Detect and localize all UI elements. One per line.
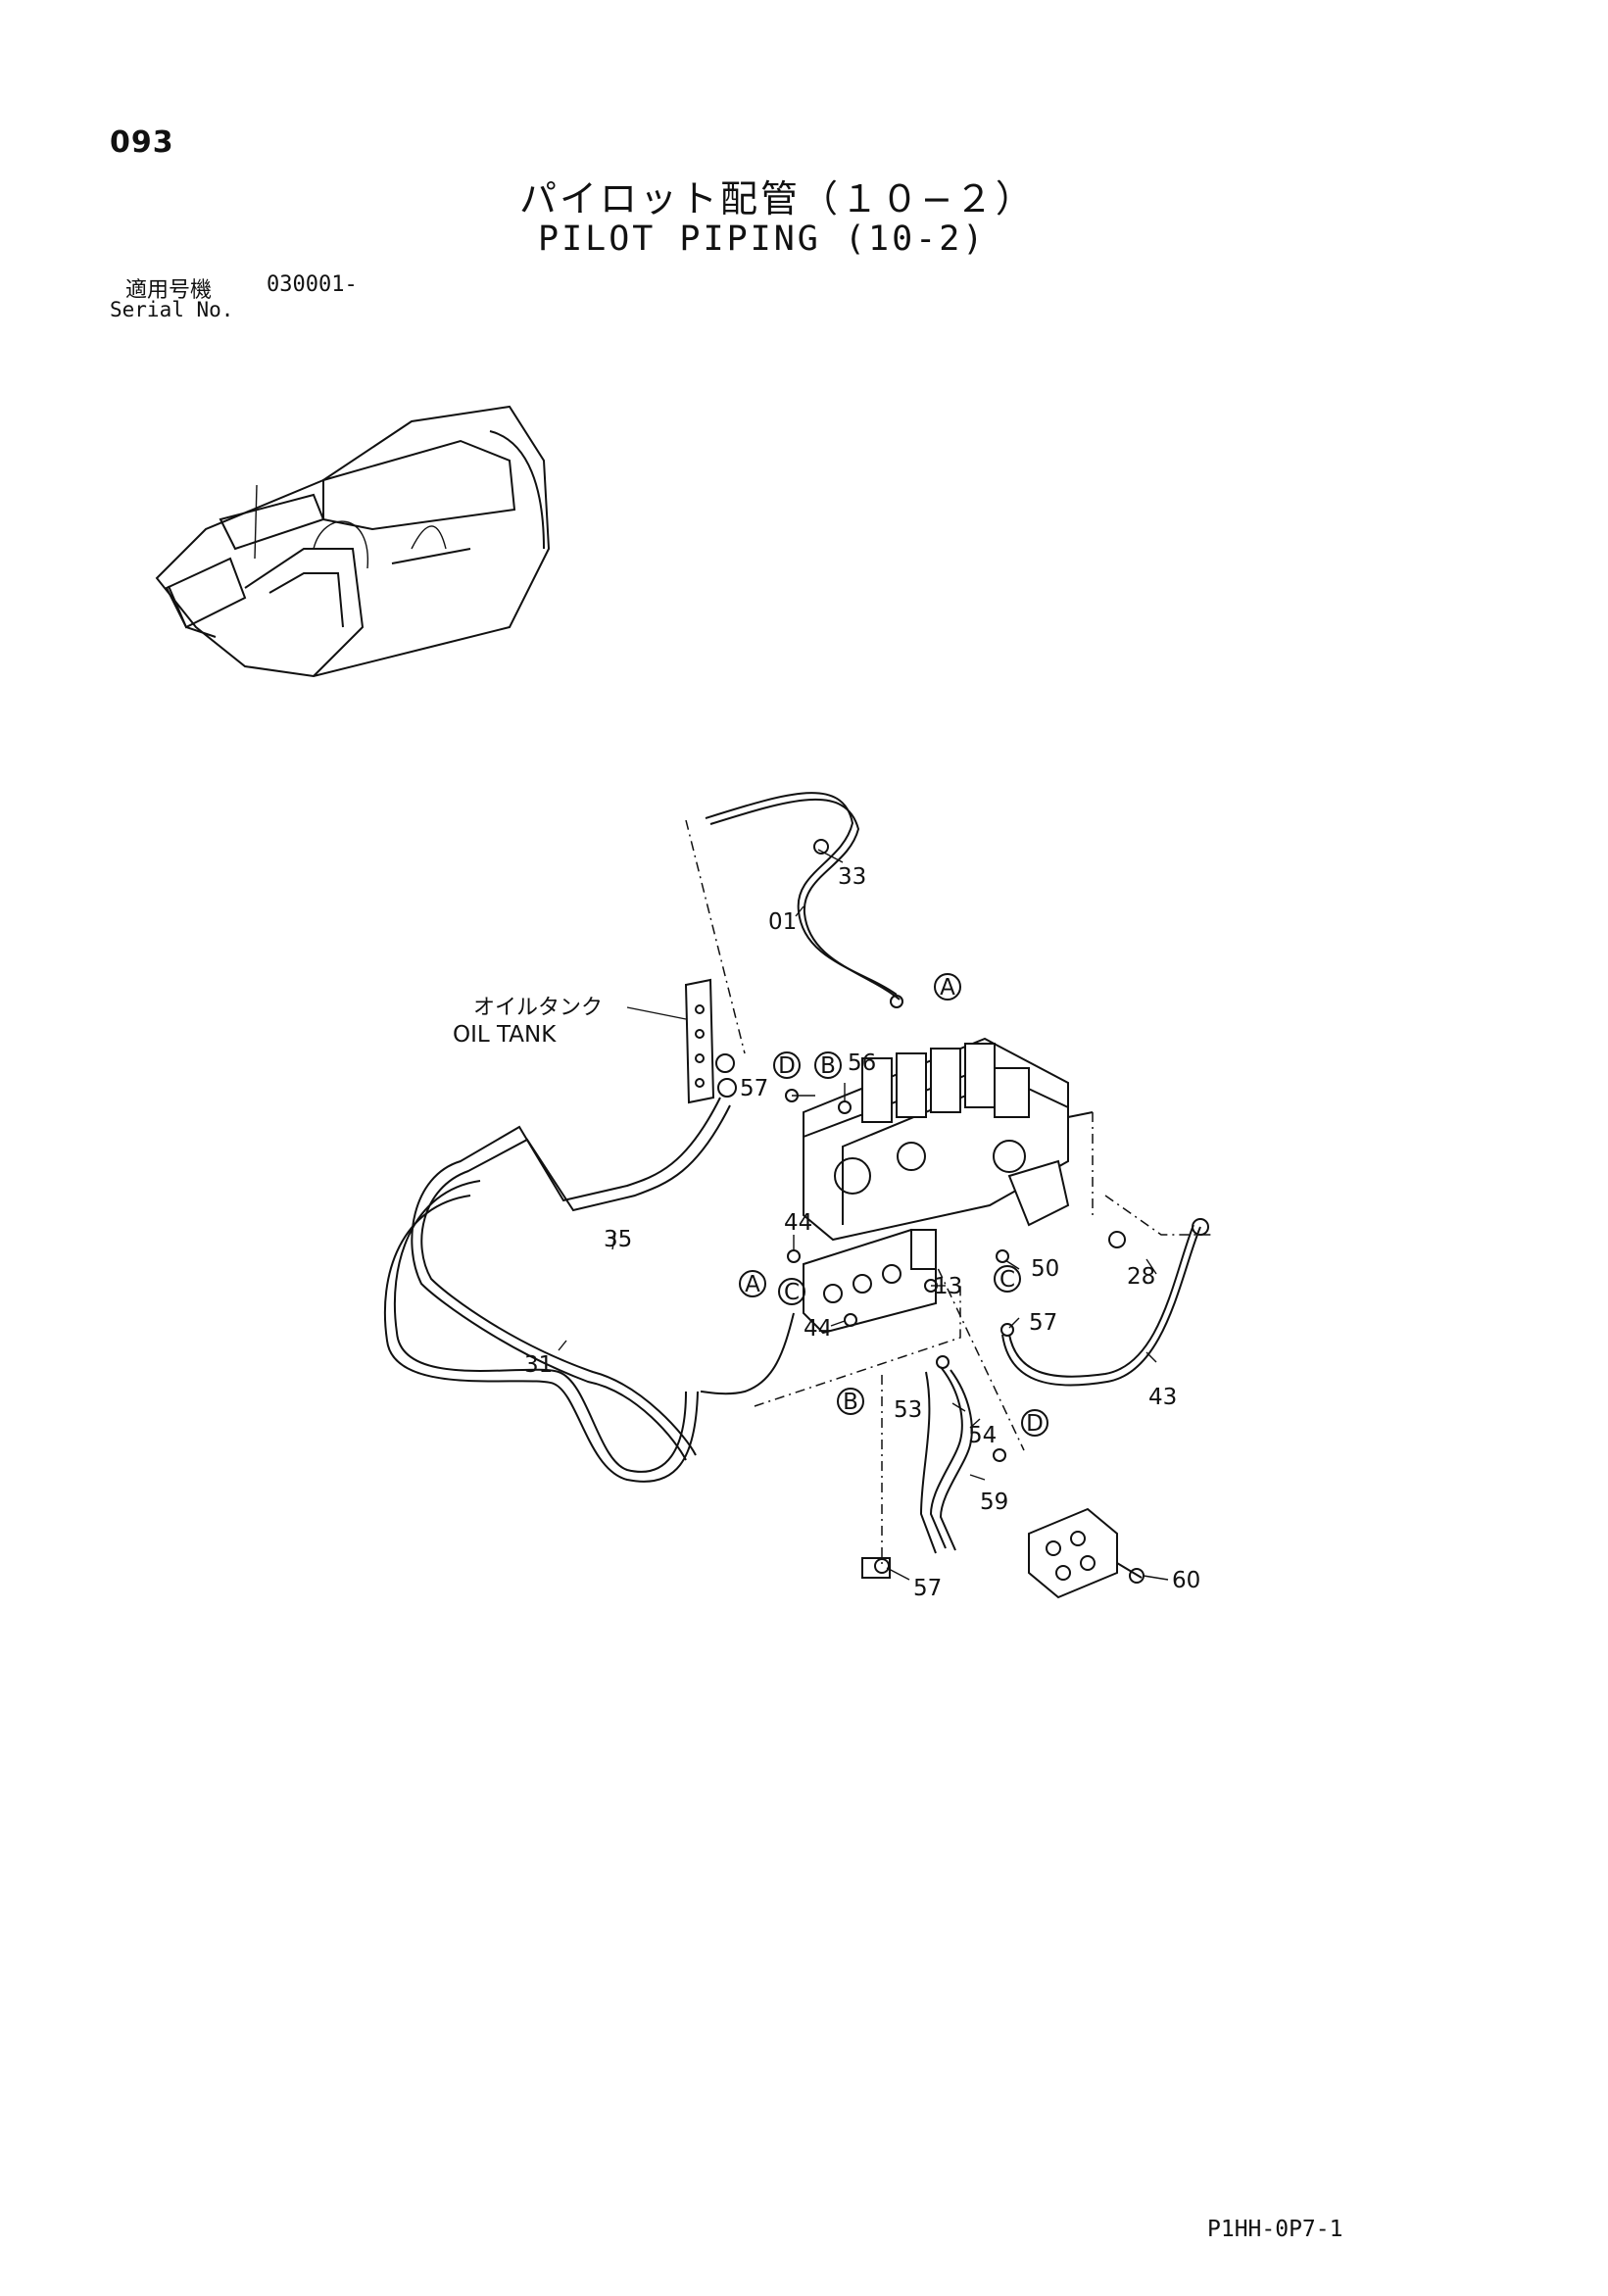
- part-label-44-upper: 44: [784, 1210, 812, 1236]
- hose-31: [393, 1180, 687, 1473]
- part-label-31: 31: [524, 1352, 553, 1378]
- hose-35-end: [700, 1312, 795, 1395]
- leader-lines: [558, 849, 1169, 1581]
- part-label-43: 43: [1148, 1385, 1177, 1410]
- hose-35: [411, 1097, 721, 1461]
- connector-c-right: C: [999, 1267, 1015, 1293]
- pilot-valve-block: [803, 1037, 1094, 1242]
- part-label-60: 60: [1172, 1568, 1200, 1593]
- part-label-57-right: 57: [1029, 1310, 1057, 1336]
- connector-markers: [739, 973, 1048, 1437]
- document-code: P1HH-0P7-1: [1207, 2217, 1343, 2242]
- oil-tank-bracket: [684, 978, 737, 1104]
- part-label-50: 50: [1031, 1256, 1059, 1282]
- part-label-33: 33: [838, 864, 866, 890]
- part-label-53: 53: [894, 1397, 922, 1423]
- hose-59: [929, 1366, 963, 1549]
- page-number: 093: [110, 125, 174, 160]
- fittings: [785, 839, 1209, 1584]
- lower-manifold: [803, 1228, 937, 1335]
- page-title-english: PILOT PIPING (10-2): [538, 220, 987, 259]
- port-block-part-60: [1028, 1507, 1143, 1599]
- part-label-57-lower: 57: [913, 1576, 942, 1601]
- guide-lines: [685, 819, 1215, 1568]
- serial-label-english: Serial No.: [110, 298, 234, 321]
- part-label-59: 59: [980, 1490, 1008, 1515]
- connector-a-lower: A: [745, 1272, 760, 1297]
- connector-d-lower: D: [1026, 1411, 1044, 1437]
- serial-number-value: 030001-: [267, 272, 358, 297]
- part-label-13: 13: [934, 1274, 962, 1299]
- part-label-35: 35: [604, 1227, 632, 1252]
- oil-tank-label-english: OIL TANK: [453, 1022, 557, 1048]
- part-label-57-upper: 57: [740, 1076, 768, 1101]
- connector-c-left: C: [784, 1280, 800, 1305]
- hose-01: [705, 792, 898, 996]
- excavator-overview-drawing: [155, 405, 551, 678]
- serial-label-japanese: 適用号機: [125, 278, 213, 303]
- page-title-japanese: パイロット配管（１０−２）: [519, 177, 1036, 220]
- connector-d-upper: D: [778, 1053, 796, 1079]
- hose-43: [1001, 1226, 1201, 1387]
- oil-tank-label-japanese: オイルタンク: [473, 996, 603, 1020]
- part-label-01: 01: [768, 909, 797, 935]
- part-label-44-lower: 44: [804, 1316, 832, 1342]
- connector-b-upper: B: [820, 1053, 836, 1079]
- hoses: [383, 792, 1201, 1554]
- part-label-54: 54: [968, 1423, 997, 1448]
- connector-b-lower: B: [843, 1390, 858, 1415]
- part-label-28: 28: [1127, 1264, 1155, 1290]
- connector-a-upper: A: [940, 975, 955, 1001]
- part-label-56: 56: [848, 1050, 876, 1076]
